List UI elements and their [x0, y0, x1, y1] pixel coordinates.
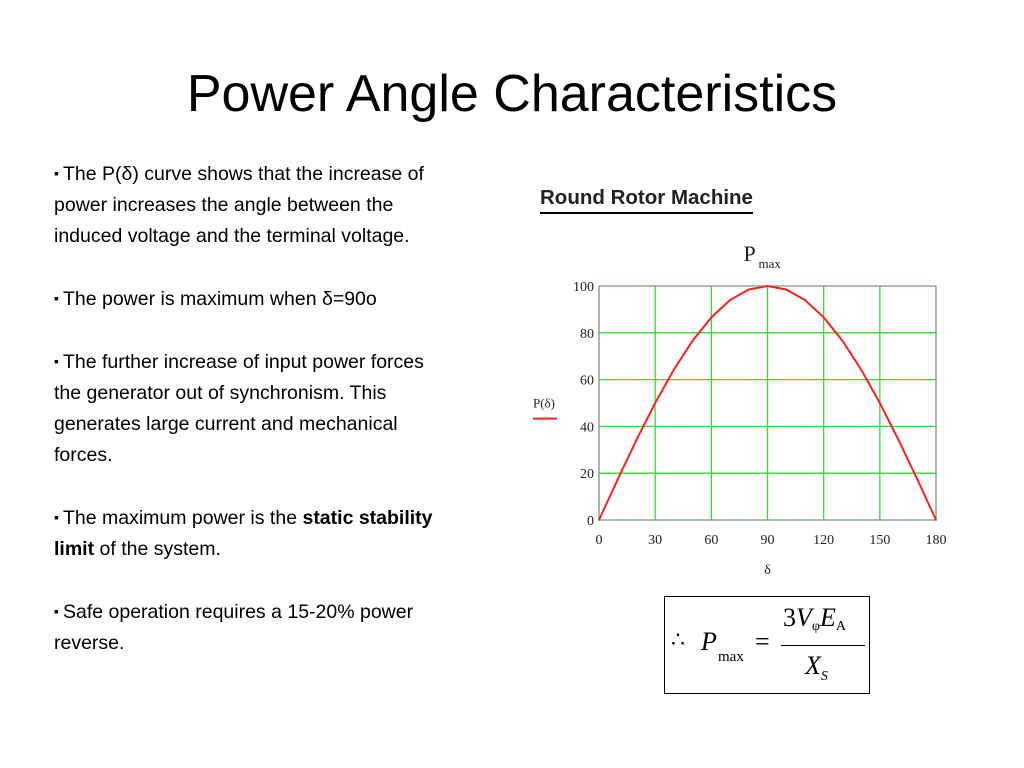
bullet-text: of the system.: [94, 538, 221, 560]
data-point: [804, 299, 806, 301]
formula-denominator: XS: [805, 651, 828, 685]
x-tick-label: 90: [761, 533, 775, 548]
bullet-item: ▪The further increase of input power for…: [54, 346, 454, 471]
y-tick-label: 60: [580, 374, 594, 389]
bullet-list: ▪The P(δ) curve shows that the increase …: [54, 158, 454, 690]
y-tick-label: 80: [580, 327, 594, 342]
num-e-sub: A: [835, 619, 846, 634]
data-point: [897, 439, 900, 441]
x-tick-label: 120: [813, 533, 834, 548]
formula-numerator: 3VφEA: [783, 603, 846, 635]
y-axis-label: P(δ): [533, 396, 555, 411]
data-point: [878, 402, 881, 404]
data-point: [785, 288, 788, 291]
bullet-marker: ▪: [54, 353, 59, 369]
data-point: [635, 439, 638, 441]
bullet-text: The P(δ) curve shows that the increase o…: [54, 163, 424, 247]
x-tick-label: 0: [596, 533, 603, 548]
data-point: [841, 339, 844, 342]
slide-title: Power Angle Characteristics: [186, 65, 838, 123]
data-point: [710, 316, 713, 319]
data-point: [729, 299, 731, 301]
chart-title: Round Rotor Machine: [540, 184, 753, 214]
bullet-marker: ▪: [54, 165, 59, 181]
data-point: [598, 519, 600, 521]
formula-p: P: [701, 627, 717, 656]
y-tick-label: 0: [587, 514, 594, 529]
x-tick-label: 30: [648, 533, 662, 548]
bullet-text: The maximum power is the: [62, 507, 303, 529]
fraction-bar: [781, 645, 865, 646]
therefore-symbol: ∴: [671, 627, 685, 652]
num-v-sub: φ: [811, 619, 820, 634]
den-x-sub: S: [820, 669, 828, 684]
bullet-text: The further increase of input power forc…: [54, 351, 424, 466]
data-point: [766, 285, 769, 287]
x-axis-label: δ: [764, 563, 771, 578]
data-point: [822, 316, 825, 319]
y-tick-label: 100: [573, 280, 594, 295]
pmax-annotation: P: [744, 241, 756, 266]
data-point: [747, 288, 750, 291]
num-coef: 3: [783, 603, 796, 632]
data-point: [654, 402, 657, 404]
x-tick-label: 180: [926, 533, 947, 548]
pmax-annotation-sub: max: [759, 256, 782, 271]
bullet-text: Safe operation requires a 15-20% power r…: [54, 601, 414, 654]
bullet-marker: ▪: [54, 509, 59, 525]
y-tick-label: 40: [580, 420, 594, 435]
bullet-item: ▪The power is maximum when δ=90o: [54, 283, 454, 315]
y-tick-label: 20: [580, 467, 594, 482]
bullet-marker: ▪: [54, 290, 59, 306]
bullet-bold-text: static stability limit: [54, 507, 433, 560]
data-point: [860, 368, 863, 371]
x-tick-label: 150: [869, 533, 890, 548]
x-tick-label: 60: [704, 533, 718, 548]
data-point: [916, 478, 919, 481]
bullet-text: The power is maximum when δ=90o: [62, 288, 377, 310]
num-v: V: [796, 603, 812, 632]
formula-equals: =: [755, 627, 770, 656]
pmax-formula: ∴ P max = 3VφEA XS: [664, 596, 870, 694]
bullet-marker: ▪: [54, 603, 59, 619]
bullet-item: ▪The maximum power is the static stabili…: [54, 502, 454, 565]
bullet-item: ▪Safe operation requires a 15-20% power …: [54, 596, 454, 659]
data-point: [935, 519, 937, 521]
data-point: [672, 368, 675, 371]
data-point: [616, 478, 619, 481]
bullet-item: ▪The P(δ) curve shows that the increase …: [54, 158, 454, 252]
data-point: [691, 339, 694, 342]
num-e: E: [819, 603, 836, 632]
den-x: X: [805, 651, 821, 680]
formula-p-sub: max: [718, 649, 744, 665]
